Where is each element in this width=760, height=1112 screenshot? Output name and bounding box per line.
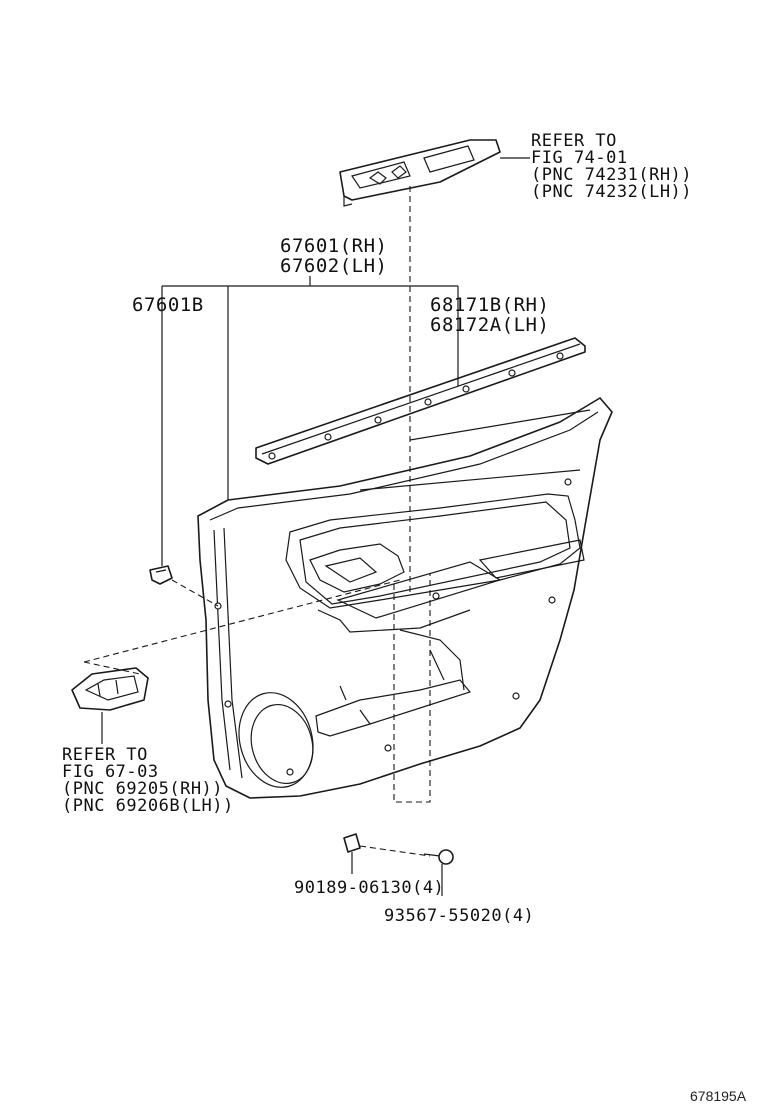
switch-reference-line-1: REFER TO [531,131,617,151]
switch-reference-line-2: FIG 74-01 [531,148,628,168]
alignment-lines [83,186,431,857]
inside-door-handle [71,667,149,711]
nut-label: 90189-06130(4) [294,878,445,898]
screw-part [423,849,454,865]
panel-assy-rh-label: 67601(RH) [280,235,388,257]
switch-reference-line-3: (PNC 74231(RH)) [531,165,693,185]
power-window-switch [339,139,501,207]
door-weatherstrip [255,337,586,465]
handle-reference-line-4: (PNC 69206B(LH)) [62,796,234,816]
panel-assy-lh-label: 67602(LH) [280,255,388,277]
handle-reference-line-1: REFER TO [62,745,148,765]
clip-label: 67601B [132,294,204,316]
handle-reference-line-2: FIG 67-03 [62,762,159,782]
handle-reference-line-3: (PNC 69205(RH)) [62,779,224,799]
switch-reference-line-4: (PNC 74232(LH)) [531,182,693,202]
leader-lines [101,157,530,896]
nut-part [343,833,361,853]
weatherstrip-lh-label: 68172A(LH) [430,314,550,336]
door-trim-panel [197,397,613,799]
weatherstrip-rh-label: 68171B(RH) [430,294,550,316]
screw-label: 93567-55020(4) [384,906,535,926]
figure-id: 678195A [690,1088,747,1104]
clip-part [149,565,173,585]
